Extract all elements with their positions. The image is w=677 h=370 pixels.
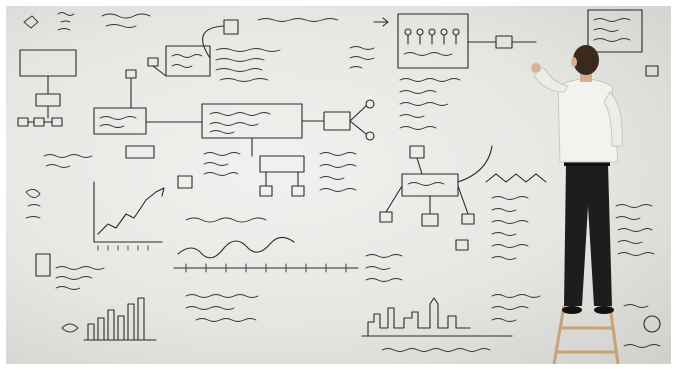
flowchart-top-center bbox=[165, 17, 389, 82]
growth-chart-sketch bbox=[25, 175, 193, 290]
whiteboard-scene bbox=[17, 9, 661, 364]
people-diagram bbox=[349, 13, 537, 130]
bar-chart-sketch bbox=[61, 297, 157, 341]
man-on-ladder bbox=[531, 45, 623, 314]
skyline-sketch bbox=[361, 173, 547, 352]
ladder bbox=[552, 305, 620, 364]
whiteboard-photo bbox=[6, 6, 671, 364]
flowchart-top-left bbox=[17, 12, 151, 127]
flowchart-mid-left bbox=[43, 57, 203, 168]
far-right-notes bbox=[587, 9, 661, 348]
decision-tree-sketch bbox=[319, 145, 493, 282]
wave-timeline-sketch bbox=[173, 217, 359, 322]
central-process-box bbox=[201, 99, 375, 197]
